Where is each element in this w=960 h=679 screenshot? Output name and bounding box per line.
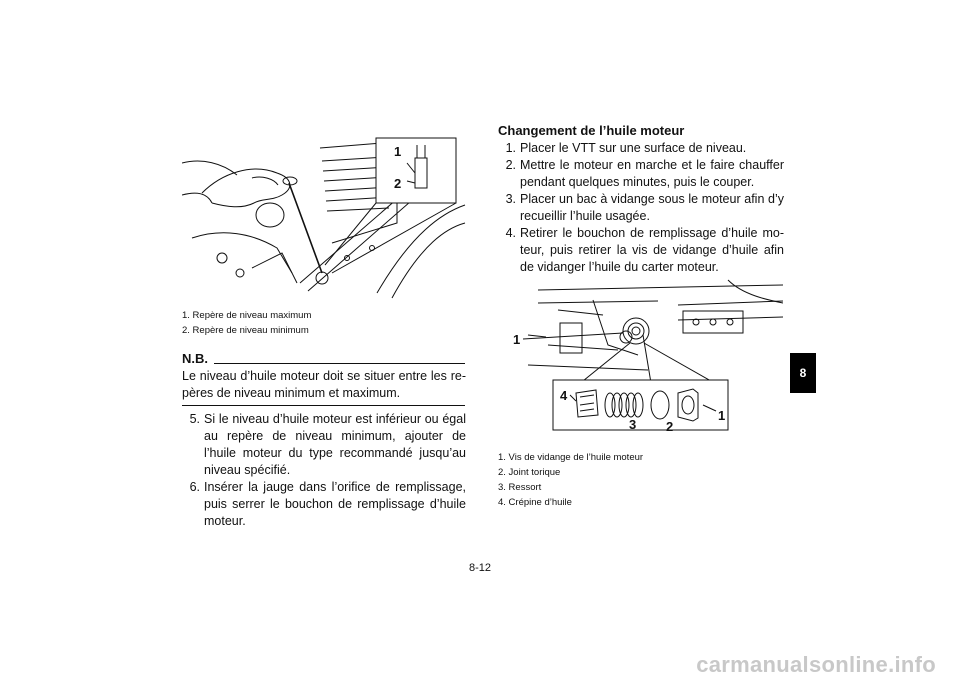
callout-2: 2 [394, 176, 402, 191]
callout-3: 3 [629, 417, 637, 432]
caption-item: 2. Repère de niveau minimum [182, 325, 309, 336]
dipstick-illustration: 1 2 [181, 133, 467, 303]
caption-item: 3. Ressort [498, 482, 542, 493]
chapter-tab: 8 [790, 353, 816, 393]
step-2: 2. Mettre le moteur en marche et le fair… [498, 157, 784, 191]
dipstick-drawing [181, 137, 466, 299]
step-number: 6. [189, 480, 200, 494]
left-steps: 5. Si le niveau d’huile moteur est infér… [182, 411, 466, 530]
drain-bolt-drawing [522, 279, 784, 431]
nb-rule-bottom [182, 405, 465, 406]
nb-rule-top [214, 363, 465, 364]
step-text: Placer le VTT sur une surface de niveau. [520, 141, 747, 155]
section-title: Changement de l’huile moteur [498, 123, 685, 138]
nb-title: N.B. [182, 351, 208, 366]
step-6: 6. Insérer la jauge dans l’orifice de re… [182, 479, 466, 530]
step-text: Placer un bac à vidange sous le moteur a… [520, 192, 784, 223]
callout-4: 4 [560, 388, 568, 403]
step-5: 5. Si le niveau d’huile moteur est infér… [182, 411, 466, 479]
nb-text: Le niveau d’huile moteur doit se situer … [182, 369, 466, 400]
caption-item: 2. Joint torique [498, 467, 561, 478]
step-number: 5. [189, 412, 200, 426]
drain-bolt-illustration: 1 4 3 2 1 [498, 275, 784, 445]
figure1-captions: 1. Repère de niveau maximum 2. Repère de… [182, 308, 311, 338]
caption-item: 1. Repère de niveau maximum [182, 310, 312, 321]
caption-item: 1. Vis de vidange de l’huile moteur [498, 452, 644, 463]
step-number: 2. [505, 158, 516, 172]
right-steps: 1. Placer le VTT sur une surface de nive… [498, 140, 784, 276]
figure2-captions: 1. Vis de vidange de l’huile moteur 2. J… [498, 450, 643, 510]
callout-2: 2 [666, 419, 674, 434]
caption-item: 4. Crépine d’huile [498, 497, 572, 508]
step-number: 3. [505, 192, 516, 206]
callout-1-bottom: 1 [718, 408, 726, 423]
step-number: 4. [505, 226, 516, 240]
watermark: carmanualsonline.info [696, 652, 936, 677]
step-text: Insérer la jauge dans l’orifice de rempl… [204, 480, 466, 528]
step-3: 3. Placer un bac à vidange sous le moteu… [498, 191, 784, 225]
step-text: Si le niveau d’huile moteur est inférieu… [204, 412, 466, 477]
page-number: 8-12 [468, 562, 492, 574]
step-text: Mettre le moteur en marche et le faire c… [520, 158, 784, 189]
step-text: Retirer le bouchon de remplissage d’huil… [520, 226, 784, 274]
callout-1-top: 1 [513, 332, 521, 347]
step-number: 1. [505, 141, 516, 155]
step-1: 1. Placer le VTT sur une surface de nive… [498, 140, 784, 157]
step-4: 4. Retirer le bouchon de remplissage d’h… [498, 225, 784, 276]
callout-1: 1 [394, 144, 402, 159]
